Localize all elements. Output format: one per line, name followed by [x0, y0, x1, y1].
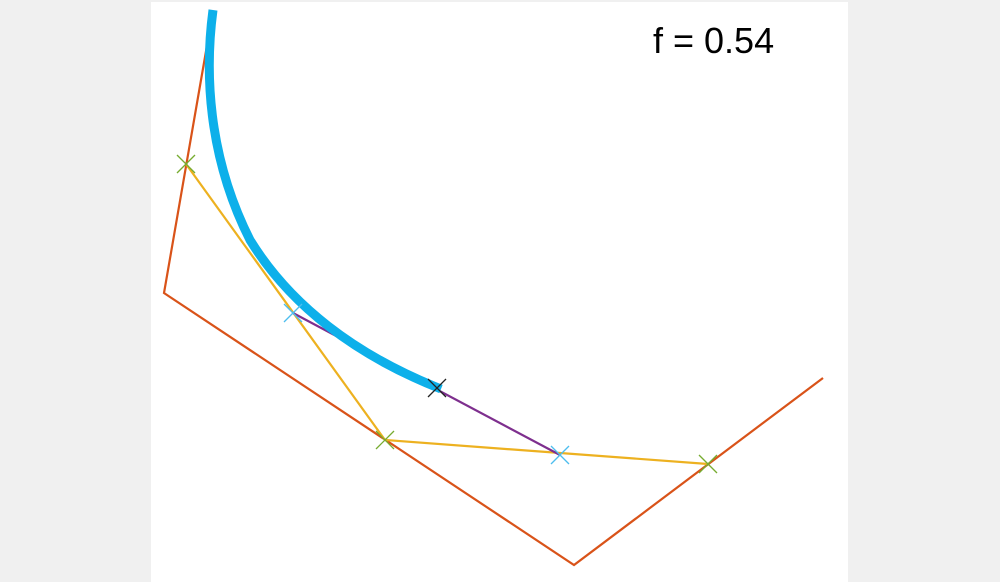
level1-point-3-marker	[698, 454, 718, 474]
bezier-curve	[204, 9, 443, 394]
parameter-label: f = 0.54	[653, 20, 775, 61]
point-markers	[176, 154, 718, 474]
level1-polygon	[185, 163, 709, 466]
diagram-canvas	[151, 2, 848, 582]
curve-point-marker	[427, 378, 447, 398]
level1-point-2-marker	[375, 430, 395, 450]
level2-point-1-marker	[283, 303, 303, 323]
level2-point-2-marker	[550, 445, 570, 465]
level1-point-1-marker	[176, 154, 196, 174]
control-polygon	[162, 10, 824, 567]
